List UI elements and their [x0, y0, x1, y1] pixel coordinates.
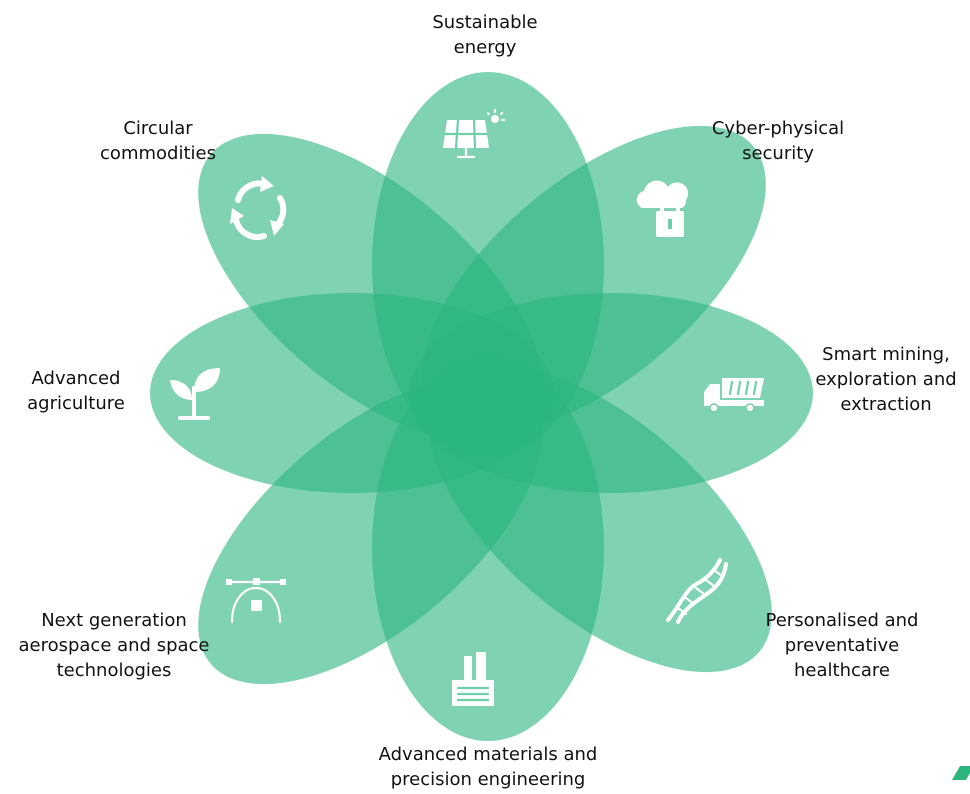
- label-agriculture: Advanced agriculture: [27, 368, 125, 414]
- dna-icon: [666, 558, 728, 624]
- factory-icon: [452, 652, 494, 706]
- label-advanced-materials: Advanced materials and precision enginee…: [378, 744, 598, 790]
- label-cyber-physical-security: Cyber-physical security: [711, 118, 845, 164]
- label-aerospace: Next generation aerospace and space tech…: [18, 610, 210, 681]
- sprout-icon: [170, 368, 220, 420]
- label-healthcare: Personalised and preventative healthcare: [765, 610, 919, 681]
- petals: [150, 72, 813, 741]
- solar-panel-icon: [443, 108, 506, 159]
- recycle-icon: [230, 176, 287, 240]
- vector-pen-icon: [226, 578, 286, 624]
- cloud-lock-icon: [636, 180, 689, 237]
- dump-truck-icon: [704, 378, 764, 413]
- label-sustainable-energy: Sustainable energy: [432, 12, 538, 58]
- label-circular-commodities: Circular commodities: [100, 118, 216, 164]
- label-smart-mining: Smart mining, exploration and extraction: [815, 344, 957, 415]
